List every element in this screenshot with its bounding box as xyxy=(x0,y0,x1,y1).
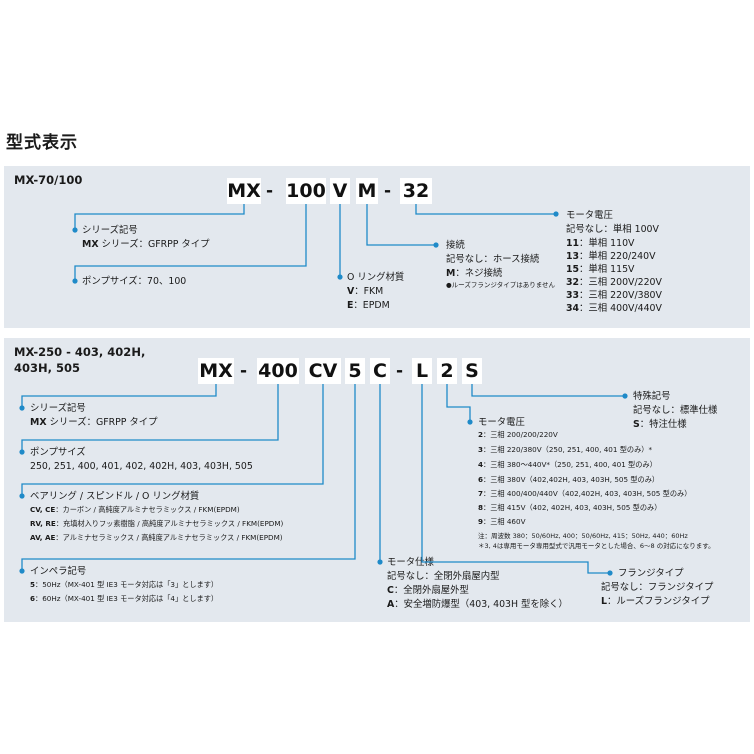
connection-row: M：ネジ接続 xyxy=(446,268,503,279)
code-dash: - xyxy=(266,181,274,201)
pump-size-leader xyxy=(74,204,307,281)
code-voltage: 2 xyxy=(437,358,457,384)
voltage-head: モータ電圧 xyxy=(566,210,613,221)
flange-row: L：ルーズフランジタイプ xyxy=(601,596,710,607)
connection-row: 記号なし：ホース接続 xyxy=(446,254,540,265)
code-impeller: 5 xyxy=(345,358,365,384)
voltage-row: 2：三相 200/200/220V xyxy=(478,430,558,439)
voltage-row: 15：単相 115V xyxy=(566,264,635,275)
voltage-row: 7：三相 400/400/440V（402,402H, 403, 403H, 5… xyxy=(478,489,692,498)
code-special: S xyxy=(462,358,482,384)
code-flange: L xyxy=(412,358,432,384)
code-dash: - xyxy=(384,181,392,201)
voltage-row: 9：三相 460V xyxy=(478,517,526,526)
code-series: MX xyxy=(227,178,261,204)
voltage-row: 記号なし：単相 100V xyxy=(566,224,659,235)
series-head: シリーズ記号 xyxy=(82,225,138,236)
impeller-leader xyxy=(21,384,356,571)
motor-spec-row: C：全閉外扇屋外型 xyxy=(387,585,469,596)
code-motor-spec: C xyxy=(370,358,390,384)
bearing-row: RV, RE：充填材入りフッ素樹脂 / 高純度アルミナセラミックス / FKM(… xyxy=(30,519,284,528)
series-value: MX シリーズ：GFRPP タイプ xyxy=(30,417,158,428)
code-bearing: CV xyxy=(305,358,341,384)
voltage-row: 3：三相 220/380V（250, 251, 400, 401 型のみ）* xyxy=(478,445,653,454)
series-leader xyxy=(74,204,245,230)
code-voltage: 32 xyxy=(400,178,432,204)
section-title: 403H, 505 xyxy=(14,361,81,375)
connection-note: ●ルーズフランジタイプはありません xyxy=(446,281,556,289)
oring-head: O リング材質 xyxy=(347,272,405,283)
voltage-row: 11：単相 110V xyxy=(566,238,635,249)
bearing-row: CV, CE：カーボン / 高純度アルミナセラミックス / FKM(EPDM) xyxy=(30,505,240,514)
oring-row: V：FKM xyxy=(347,286,384,297)
code-series: MX xyxy=(198,358,234,384)
special-leader xyxy=(471,384,625,397)
impeller-row: 5：50Hz（MX-401 型 IE3 モータ対応は「3」とします） xyxy=(30,580,219,589)
code-connection: M xyxy=(356,178,378,204)
flange-head: フランジタイプ xyxy=(618,568,684,579)
section-title: MX-250 - 403, 402H, xyxy=(14,345,146,359)
section-title: MX-70/100 xyxy=(14,173,83,187)
voltage-row: 32：三相 200V/220V xyxy=(566,277,662,288)
motor-spec-row: 記号なし：全閉外扇屋内型 xyxy=(387,571,500,582)
special-row: S：特注仕様 xyxy=(633,419,687,430)
code-dash: - xyxy=(396,361,404,381)
series-value: MX シリーズ：GFRPP タイプ xyxy=(82,239,210,250)
bearing-row: AV, AE：アルミナセラミックス / 高純度アルミナセラミックス / FKM(… xyxy=(30,533,283,542)
impeller-row: 6：60Hz（MX-401 型 IE3 モータ対応は「4」とします） xyxy=(30,594,219,603)
flange-leader xyxy=(421,384,610,574)
voltage-leader xyxy=(415,204,556,215)
voltage-leader xyxy=(446,384,471,422)
voltage-row: 13：単相 220/240V xyxy=(566,251,656,262)
pump-size-leader xyxy=(21,384,279,452)
impeller-head: インペラ記号 xyxy=(30,566,87,577)
pump-size-head: ポンプサイズ xyxy=(30,447,86,458)
pump-size-head: ポンプサイズ：70、100 xyxy=(82,276,187,287)
series-head: シリーズ記号 xyxy=(30,403,86,414)
voltage-row: 8：三相 415V（402, 402H, 403, 403H, 505 型のみ） xyxy=(478,503,662,512)
code-pump-size: 100 xyxy=(286,178,326,204)
bearing-leader xyxy=(21,384,324,496)
connection-head: 接続 xyxy=(446,240,465,251)
special-row: 記号なし：標準仕様 xyxy=(633,405,718,416)
voltage-row: 34：三相 400V/440V xyxy=(566,303,662,314)
code-oring: V xyxy=(330,178,350,204)
voltage-row: 6：三相 380V（402,402H, 403, 403H, 505 型のみ） xyxy=(478,475,660,484)
oring-row: E：EPDM xyxy=(347,300,390,311)
voltage-row: 4：三相 380〜440V*（250, 251, 400, 401 型のみ） xyxy=(478,460,657,469)
voltage-note: 注：周波数 380：50/60Hz, 400：50/60Hz, 415：50Hz… xyxy=(478,532,688,540)
bearing-head: ベアリング / スピンドル / O リング材質 xyxy=(30,491,200,502)
voltage-note: ＊3, 4は専用モータ専用型式で汎用モータとした場合、6〜8 の対応になります。 xyxy=(478,542,715,550)
series-leader xyxy=(21,384,217,408)
voltage-head: モータ電圧 xyxy=(478,417,525,428)
code-dash: - xyxy=(240,361,248,381)
code-pump-size: 400 xyxy=(257,358,299,384)
motor-spec-row: A：安全増防爆型（403, 403H 型を除く） xyxy=(387,599,568,610)
motor-spec-head: モータ仕様 xyxy=(387,557,434,568)
flange-row: 記号なし：フランジタイプ xyxy=(601,582,714,593)
model-panel-mx250 xyxy=(4,338,750,622)
special-head: 特殊記号 xyxy=(633,391,671,402)
page-title: 型式表示 xyxy=(6,133,78,153)
voltage-row: 33：三相 220V/380V xyxy=(566,290,662,301)
pump-size-value: 250, 251, 400, 401, 402, 402H, 403, 403H… xyxy=(30,461,253,472)
connection-leader xyxy=(366,204,436,246)
